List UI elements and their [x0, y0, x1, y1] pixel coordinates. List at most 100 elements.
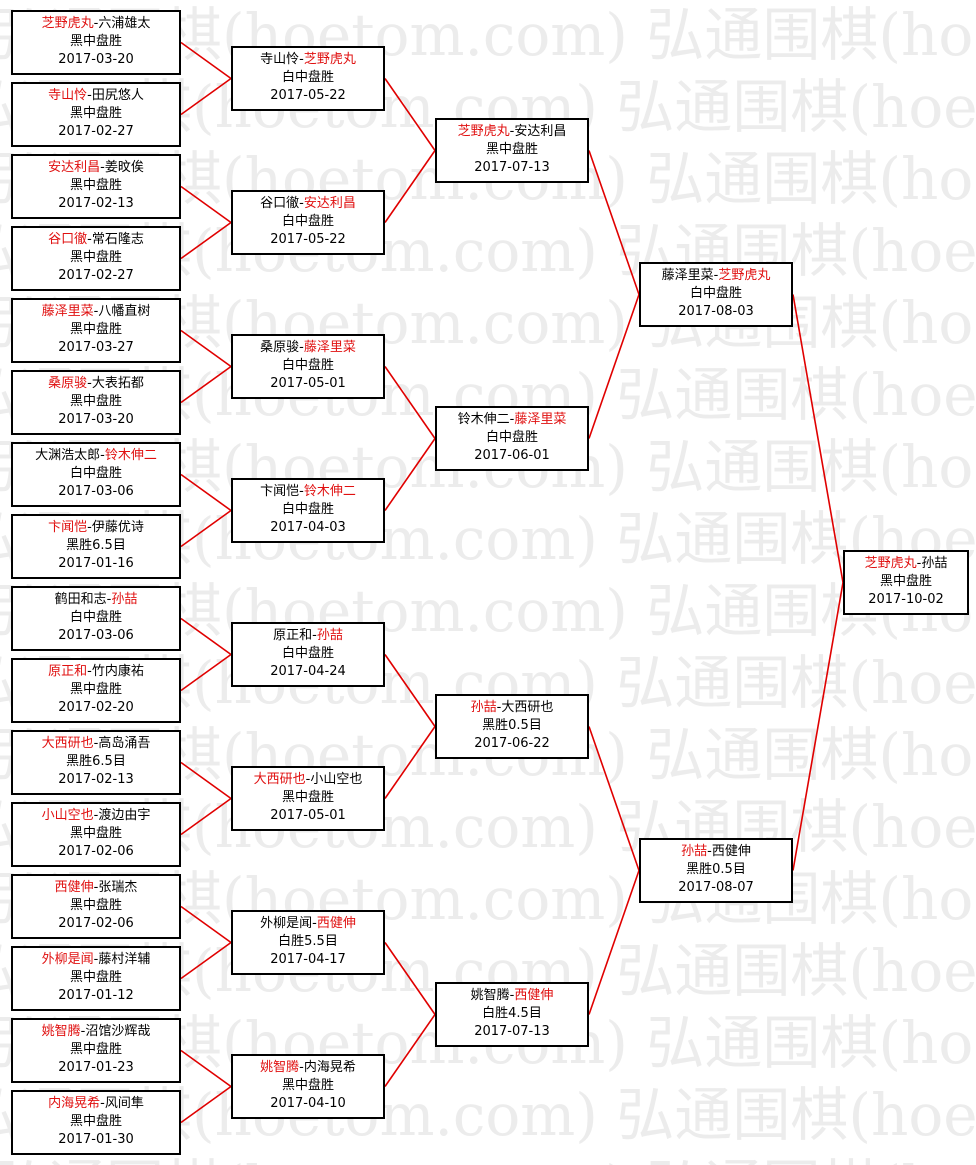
connector-line [180, 1049, 232, 1088]
player-left[interactable]: 原正和 [273, 628, 313, 643]
player-left[interactable]: 外柳是闻 [41, 952, 94, 967]
player-left[interactable]: 姚智腾 [470, 988, 510, 1003]
player-right[interactable]: 大西研也 [501, 700, 554, 715]
player-left[interactable]: 桑原骏 [260, 340, 300, 355]
player-right[interactable]: 孙喆 [316, 628, 343, 643]
player-right[interactable]: 内海晃希 [303, 1060, 356, 1075]
player-right[interactable]: 西健伸 [711, 844, 751, 859]
player-right[interactable]: 安达利昌 [303, 196, 356, 211]
player-left[interactable]: 大西研也 [41, 736, 94, 751]
player-left[interactable]: 卞闻恺 [260, 484, 300, 499]
player-left[interactable]: 谷口徹 [48, 232, 88, 247]
player-left[interactable]: 姚智腾 [260, 1060, 300, 1075]
player-right[interactable]: 铃木伸二 [104, 448, 157, 463]
player-right[interactable]: 渡边由宇 [98, 808, 151, 823]
player-right[interactable]: 藤泽里菜 [303, 340, 356, 355]
player-right[interactable]: 孙喆 [921, 556, 948, 571]
player-left[interactable]: 孙喆 [681, 844, 708, 859]
player-left[interactable]: 芝野虎丸 [864, 556, 917, 571]
player-left[interactable]: 芝野虎丸 [457, 124, 510, 139]
connector-line [180, 41, 232, 80]
player-right[interactable]: 藤村洋辅 [98, 952, 151, 967]
player-left[interactable]: 大渊浩太郎 [35, 448, 101, 463]
player-left[interactable]: 姚智腾 [41, 1024, 81, 1039]
match-result: 黑中盘胜 [69, 250, 122, 265]
player-right[interactable]: 铃木伸二 [303, 484, 356, 499]
match-players: 外柳是闻-藤村洋辅 [41, 952, 151, 967]
player-right[interactable]: 六浦雄太 [98, 16, 151, 31]
player-right[interactable]: 西健伸 [514, 988, 554, 1003]
player-right[interactable]: 竹内康祐 [91, 664, 144, 679]
player-left[interactable]: 大西研也 [253, 772, 306, 787]
player-right[interactable]: 风间隼 [104, 1096, 144, 1111]
player-right[interactable]: 高岛涌吾 [98, 736, 151, 751]
player-right[interactable]: 西健伸 [316, 916, 356, 931]
player-left[interactable]: 铃木伸二 [457, 412, 510, 427]
player-right[interactable]: 张瑞杰 [98, 880, 138, 895]
player-left[interactable]: 内海晃希 [48, 1096, 101, 1111]
player-left[interactable]: 小山空也 [41, 808, 94, 823]
player-left[interactable]: 藤泽里菜 [661, 268, 714, 283]
player-left[interactable]: 外柳是闻 [260, 916, 313, 931]
player-right[interactable]: 伊藤优诗 [91, 520, 144, 535]
player-left[interactable]: 安达利昌 [48, 160, 101, 175]
player-right[interactable]: 芝野虎丸 [303, 52, 356, 67]
player-right[interactable]: 藤泽里菜 [514, 412, 567, 427]
player-left[interactable]: 芝野虎丸 [41, 16, 94, 31]
connector-line [180, 473, 232, 512]
player-right[interactable]: 田尻悠人 [91, 88, 144, 103]
player-left[interactable]: 桑原骏 [48, 376, 88, 391]
connector-line [588, 294, 640, 439]
connector-line [588, 726, 640, 871]
player-right[interactable]: 沼馆沙辉哉 [85, 1024, 151, 1039]
player-left[interactable]: 卞闻恺 [48, 520, 88, 535]
player-right[interactable]: 安达利昌 [514, 124, 567, 139]
player-left[interactable]: 西健伸 [54, 880, 94, 895]
player-right[interactable]: 大表拓都 [91, 376, 144, 391]
player-right[interactable]: 孙喆 [111, 592, 138, 607]
player-left[interactable]: 孙喆 [470, 700, 497, 715]
player-right[interactable]: 小山空也 [310, 772, 363, 787]
player-left[interactable]: 寺山怜 [260, 52, 300, 67]
player-left[interactable]: 藤泽里菜 [41, 304, 94, 319]
player-left[interactable]: 原正和 [48, 664, 88, 679]
player-right[interactable]: 常石隆志 [91, 232, 144, 247]
player-right[interactable]: 姜旼俟 [104, 160, 144, 175]
player-left[interactable]: 寺山怜 [48, 88, 88, 103]
player-right[interactable]: 芝野虎丸 [718, 268, 771, 283]
player-left[interactable]: 鹤田和志 [54, 592, 107, 607]
player-left[interactable]: 谷口徹 [260, 196, 300, 211]
player-right[interactable]: 八幡直树 [98, 304, 151, 319]
